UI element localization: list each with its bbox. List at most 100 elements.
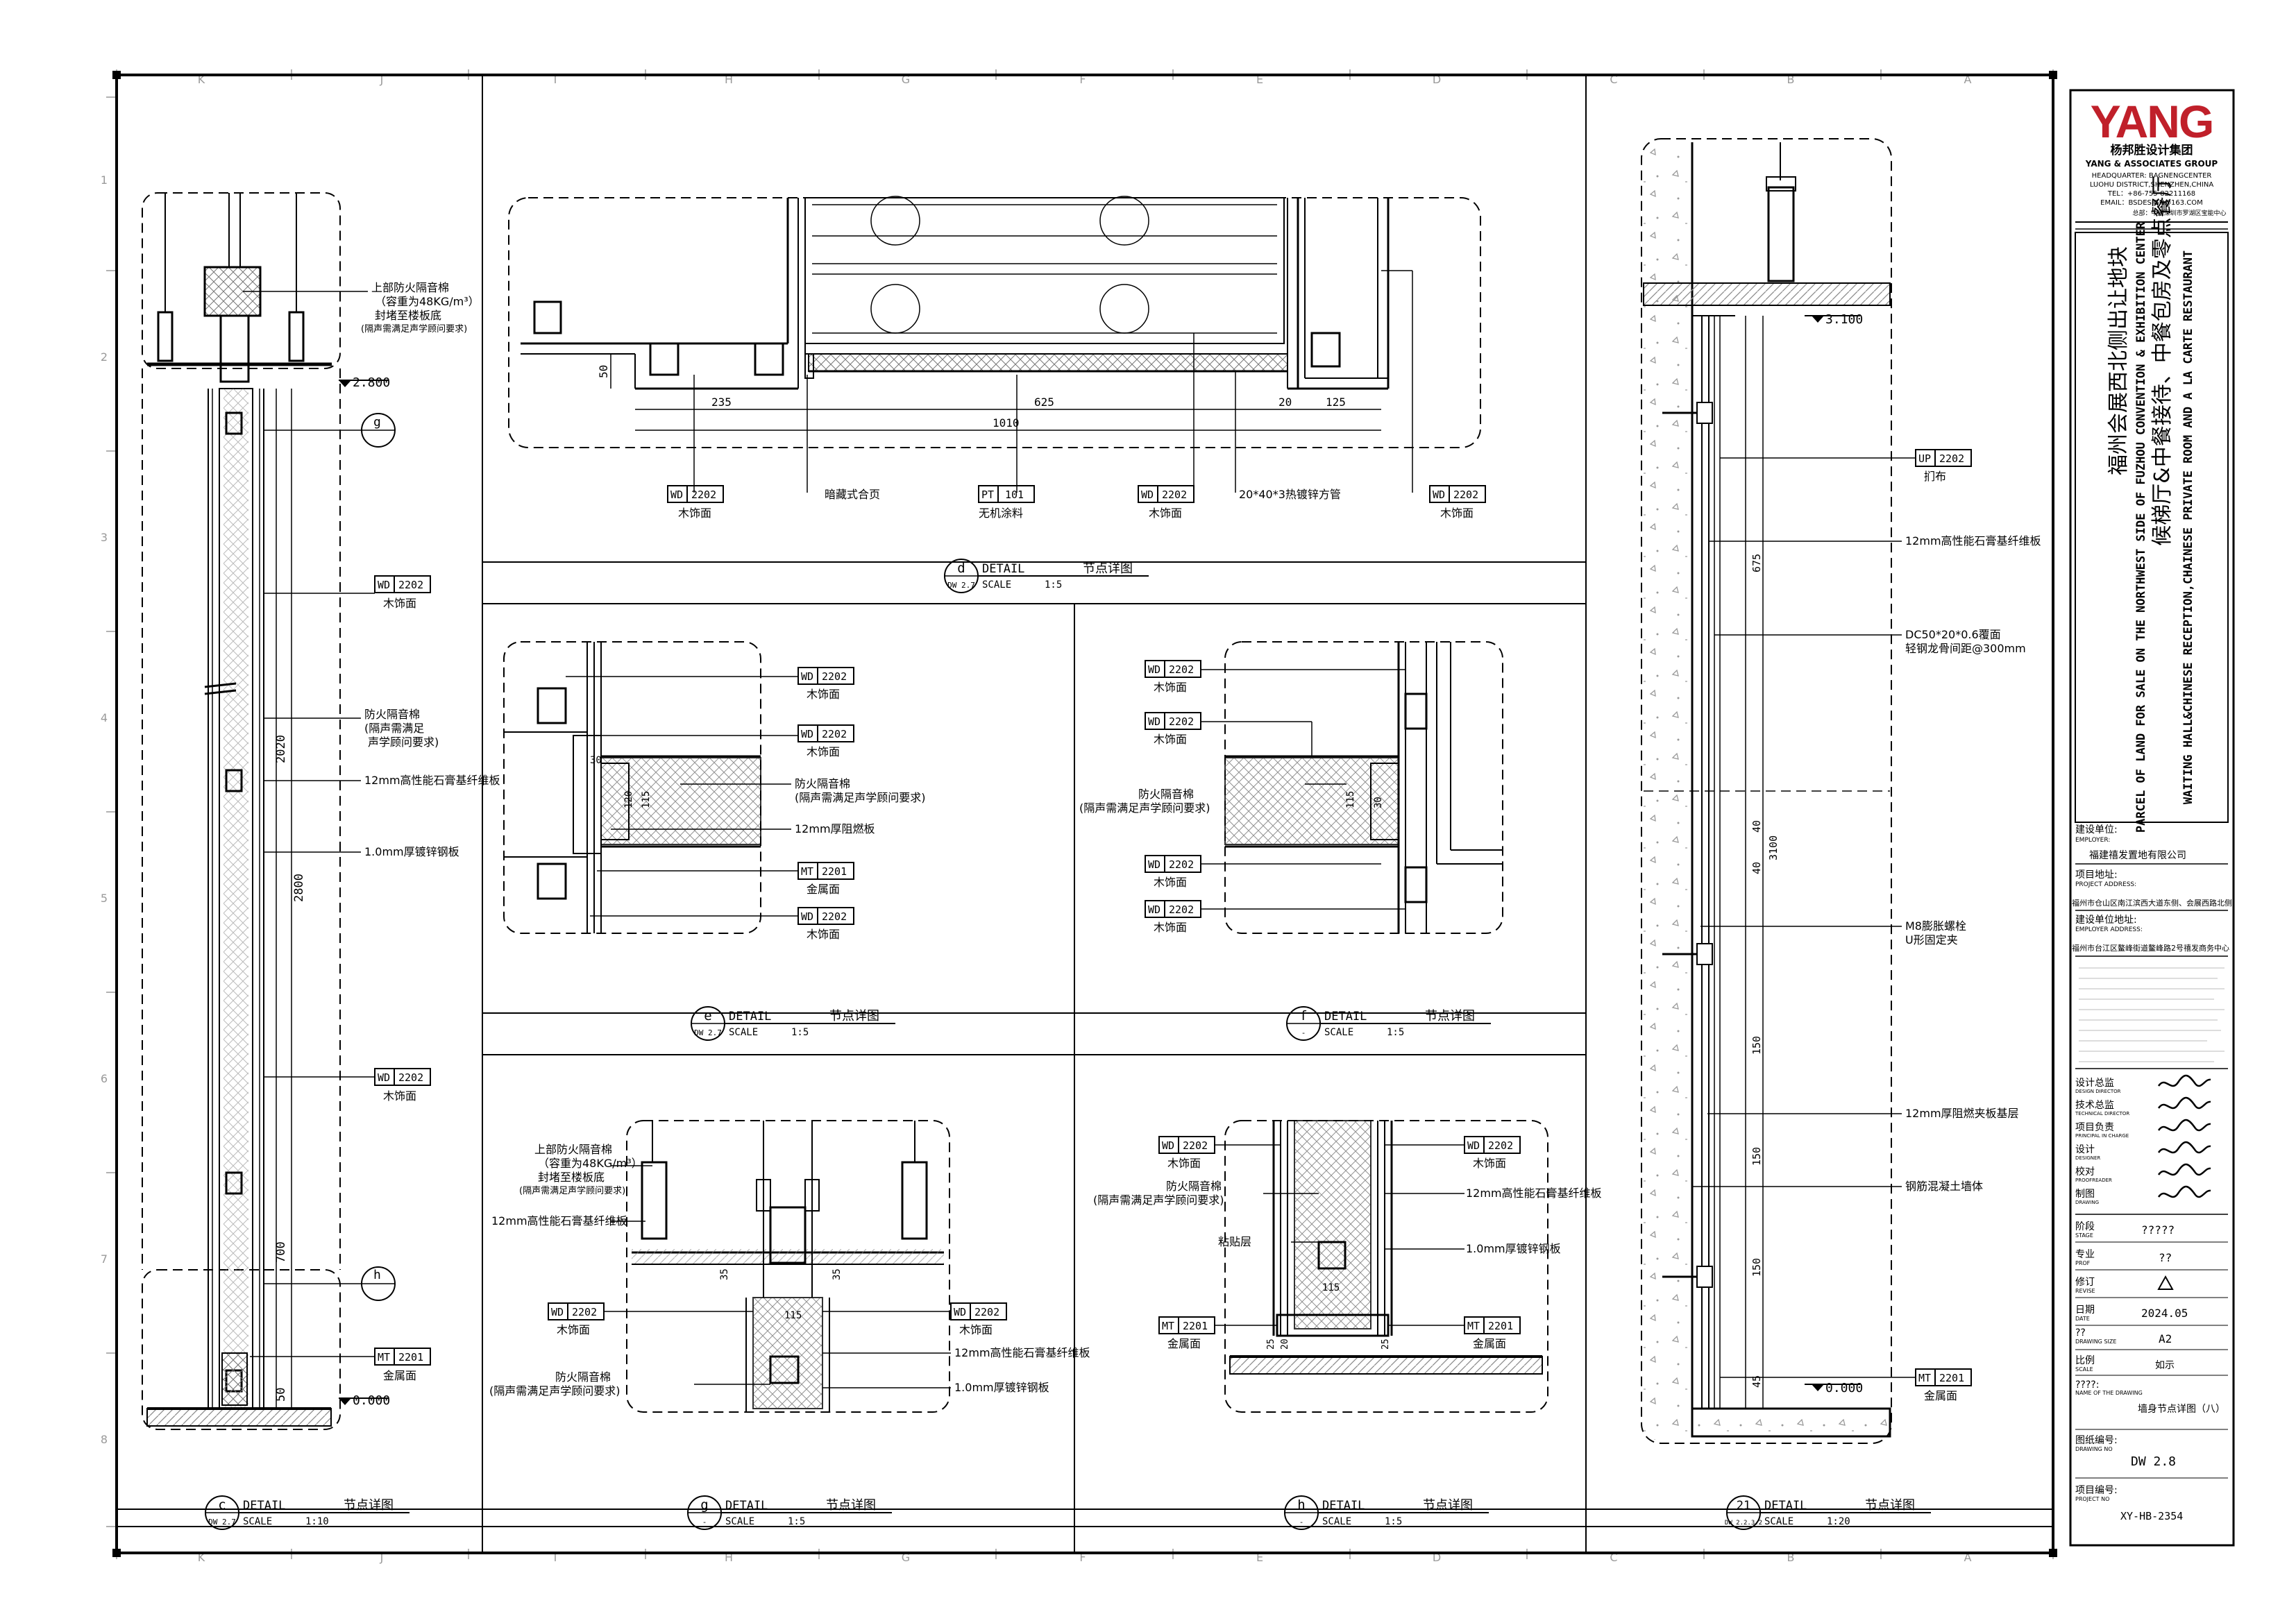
svg-text:WD: WD (801, 670, 813, 683)
svg-text:金属面: 金属面 (1167, 1337, 1201, 1350)
svg-text:DETAIL: DETAIL (729, 1010, 771, 1023)
svg-text:2201: 2201 (822, 865, 847, 878)
grid-col-K: K (198, 73, 205, 86)
dim-h-115: 115 (1322, 1282, 1340, 1293)
svg-text:节点详图: 节点详图 (829, 1009, 879, 1023)
svg-text:2202: 2202 (1169, 903, 1194, 916)
svg-text:2202: 2202 (1169, 663, 1194, 676)
svg-text:d: d (957, 561, 965, 576)
svg-text:(隔声需满足声学顾问要求): (隔声需满足声学顾问要求) (1079, 801, 1210, 815)
svg-text:建设单位:: 建设单位: (2075, 824, 2118, 835)
svg-text:SCALE: SCALE (1764, 1516, 1793, 1527)
svg-text:金属面: 金属面 (383, 1369, 416, 1382)
svg-text:MT: MT (378, 1351, 390, 1363)
svg-text:e: e (704, 1008, 711, 1023)
svg-text:SCALE: SCALE (1324, 1027, 1353, 1038)
label-h-glue: 粘贴层 (1218, 1235, 1251, 1248)
svg-text:(隔声需满足声学顾问要求): (隔声需满足声学顾问要求) (519, 1185, 625, 1196)
svg-text:WD: WD (1162, 1139, 1174, 1152)
svg-text:c: c (218, 1497, 226, 1513)
svg-text:2202: 2202 (1162, 488, 1187, 501)
major-value: ?? (2159, 1251, 2172, 1264)
svg-text:木饰面: 木饰面 (1154, 921, 1187, 934)
svg-text:2201: 2201 (1183, 1320, 1208, 1332)
dim-d-625: 625 (1034, 396, 1054, 409)
svg-text:节点详图: 节点详图 (1425, 1009, 1475, 1023)
svg-text:2202: 2202 (1169, 715, 1194, 728)
grid-col-F: F (1079, 1551, 1086, 1564)
level-21-base: 0.000 (1825, 1381, 1863, 1395)
svg-text:专业: 专业 (2075, 1249, 2095, 1260)
detail-g-top-connection: 115 35 35 上部防火隔音棉 （容重为48KG/m³） 封堵至楼板底 (隔… (489, 1120, 1090, 1413)
label-c-steel: 1.0mm厚镀锌钢板 (364, 845, 459, 858)
label-c-gypsum: 12mm高性能石膏基纤维板 (364, 774, 500, 787)
dim-e-115: 115 (641, 791, 652, 808)
svg-text:SCALE: SCALE (243, 1516, 272, 1527)
svg-text:TECHNICAL DIRECTOR: TECHNICAL DIRECTOR (2075, 1111, 2129, 1116)
level-c-top: 2.800 (353, 375, 390, 390)
svg-text:木饰面: 木饰面 (557, 1323, 590, 1336)
sheet-border (115, 74, 2235, 1554)
svg-text:WD: WD (1467, 1139, 1480, 1152)
dim-21-40-b: 40 (1750, 862, 1763, 874)
svg-text:无机涂料: 无机涂料 (979, 507, 1023, 520)
svg-text:项目地址:: 项目地址: (2075, 869, 2118, 881)
svg-text:PROJECT ADDRESS:: PROJECT ADDRESS: (2075, 881, 2136, 888)
grid-row-1: 1 (101, 173, 108, 187)
svg-text:UP: UP (1918, 452, 1931, 465)
svg-text:节点详图: 节点详图 (344, 1498, 394, 1513)
label-21-concrete: 钢筋混凝土墙体 (1905, 1180, 1983, 1193)
svg-text:SCALE: SCALE (1322, 1516, 1351, 1527)
dim-d-50: 50 (597, 365, 610, 378)
dim-21-150-a: 150 (1750, 1036, 1763, 1055)
dim-e-30: 30 (590, 755, 602, 766)
svg-text:(隔声需满足声学顾问要求): (隔声需满足声学顾问要求) (795, 791, 926, 804)
svg-text:PRINCIPAL IN CHARGE: PRINCIPAL IN CHARGE (2075, 1133, 2129, 1139)
svg-text:2202: 2202 (1169, 858, 1194, 871)
svg-text:WD: WD (801, 728, 813, 740)
grid-row-6: 6 (101, 1072, 108, 1085)
svg-text:PROOFREADER: PROOFREADER (2075, 1178, 2112, 1183)
svg-text:STAGE: STAGE (2075, 1232, 2093, 1239)
dim-c-50: 50 (274, 1388, 288, 1402)
svg-text:2202: 2202 (1939, 452, 1964, 465)
label-d-hinge: 暗藏式合页 (825, 488, 880, 501)
grid-col-E: E (1256, 73, 1263, 86)
svg-text:（容重为48KG/m³）: （容重为48KG/m³） (375, 295, 480, 308)
svg-text:木饰面: 木饰面 (959, 1323, 993, 1336)
svg-text:木饰面: 木饰面 (1473, 1157, 1506, 1170)
label-21-bolt: M8膨胀螺栓 U形固定夹 (1905, 919, 1966, 946)
dim-e-120: 120 (623, 791, 634, 808)
svg-text:DW 2.2.3.2: DW 2.2.3.2 (1725, 1520, 1762, 1527)
scale-value: 如示 (2155, 1360, 2175, 1371)
project-title-en: PARCEL OF LAND FOR SALE ON THE NORTHWEST… (2134, 221, 2148, 833)
area-title-en: WAITING HALL&CHINESE RECEPTION,CHAINESE … (2181, 250, 2195, 804)
svg-text:f: f (1299, 1008, 1307, 1023)
svg-text:2201: 2201 (398, 1351, 423, 1363)
svg-text:木饰面: 木饰面 (383, 1089, 416, 1103)
dim-f-30: 30 (1373, 797, 1384, 808)
svg-text:节点详图: 节点详图 (1865, 1498, 1915, 1513)
signature-mark (2157, 1185, 2211, 1198)
grid-col-C: C (1610, 73, 1617, 86)
svg-text:防火隔音棉: 防火隔音棉 (364, 708, 420, 721)
stage-value: ????? (2141, 1223, 2175, 1237)
svg-text:金属面: 金属面 (807, 883, 840, 896)
employer-value: 福建禧发置地有限公司 (2089, 850, 2186, 861)
svg-text:EMPLOYER:: EMPLOYER: (2075, 837, 2110, 844)
svg-text:（容重为48KG/m³）: （容重为48KG/m³） (538, 1157, 643, 1170)
